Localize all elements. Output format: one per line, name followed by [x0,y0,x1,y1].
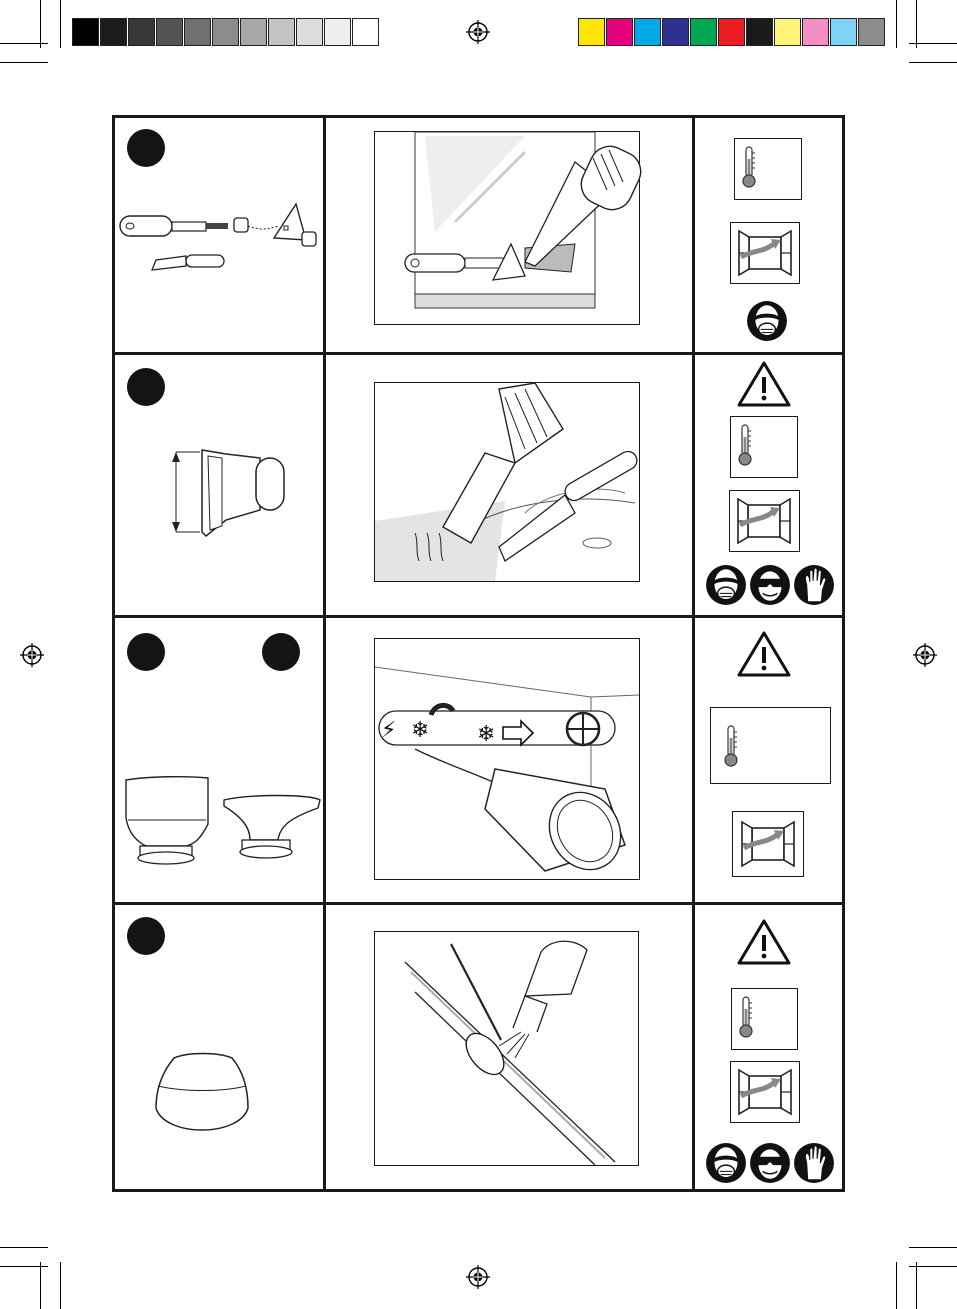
scraper-nozzle-kit-icon [118,200,318,280]
face-mask-icon [746,300,788,342]
ventilation-box [732,811,804,877]
thermometer-icon [721,724,741,768]
registration-mark-left-icon [20,643,44,667]
pipe-thawing-icon: ⚡ ❄ ❄ [375,639,639,879]
pipe-soldering-icon [375,932,638,1165]
paint-stripping-icon [375,383,639,581]
glove-icon [793,564,835,606]
color-swatch [128,18,155,46]
color-swatch [100,18,127,46]
thermometer-icon [736,995,756,1039]
color-swatch [746,18,773,46]
color-swatch [296,18,323,46]
color-swatch [858,18,885,46]
reflector-nozzles-icon [120,774,324,874]
scene-frame [374,382,640,582]
ventilated-window-icon [734,495,794,547]
color-swatch [774,18,801,46]
warning-triangle-icon [736,360,792,408]
face-mask-icon [705,1142,747,1184]
color-swatch [634,18,661,46]
svg-text:❄: ❄ [411,718,429,743]
ventilated-window-icon [735,1066,795,1118]
color-swatch [606,18,633,46]
goggles-icon [749,1142,791,1184]
step-badge [127,917,165,955]
goggles-icon [749,564,791,606]
surface-nozzle-icon [160,444,290,540]
thermometer-icon [735,423,755,467]
color-swatch [352,18,379,46]
registration-mark-right-icon [913,643,937,667]
color-swatch [578,18,605,46]
ventilation-box [730,1061,800,1123]
window-paint-scraping-icon [375,132,639,324]
ventilated-window-icon [738,818,798,870]
color-swatch [802,18,829,46]
color-swatch [184,18,211,46]
registration-mark-top-icon [466,20,490,44]
color-swatch [212,18,239,46]
scene-frame: ⚡ ❄ ❄ [374,638,640,880]
ventilation-box [730,222,800,284]
registration-mark-bottom-icon [466,1265,490,1289]
color-swatch [72,18,99,46]
color-swatch [268,18,295,46]
reduction-nozzle-icon [154,1050,252,1136]
face-mask-icon [705,564,747,606]
color-swatch [830,18,857,46]
ventilated-window-icon [735,227,795,279]
step-badge [127,633,165,671]
step-badge [262,633,300,671]
step-badge [127,368,165,406]
color-swatch [690,18,717,46]
color-swatch [240,18,267,46]
temperature-box [734,138,802,200]
warning-triangle-icon [736,630,792,678]
temperature-box [730,416,798,478]
temperature-box [710,707,831,784]
scene-frame [374,931,639,1166]
color-swatch [324,18,351,46]
warning-triangle-icon [736,918,792,966]
step-badge [127,129,165,167]
scene-frame [374,131,640,325]
temperature-box [731,988,798,1050]
thermometer-icon [739,145,759,189]
color-swatch [718,18,745,46]
color-swatch [662,18,689,46]
glove-icon [793,1142,835,1184]
svg-text:❄: ❄ [477,722,495,747]
color-swatch [156,18,183,46]
svg-text:⚡: ⚡ [381,718,396,743]
ventilation-box [729,490,800,552]
